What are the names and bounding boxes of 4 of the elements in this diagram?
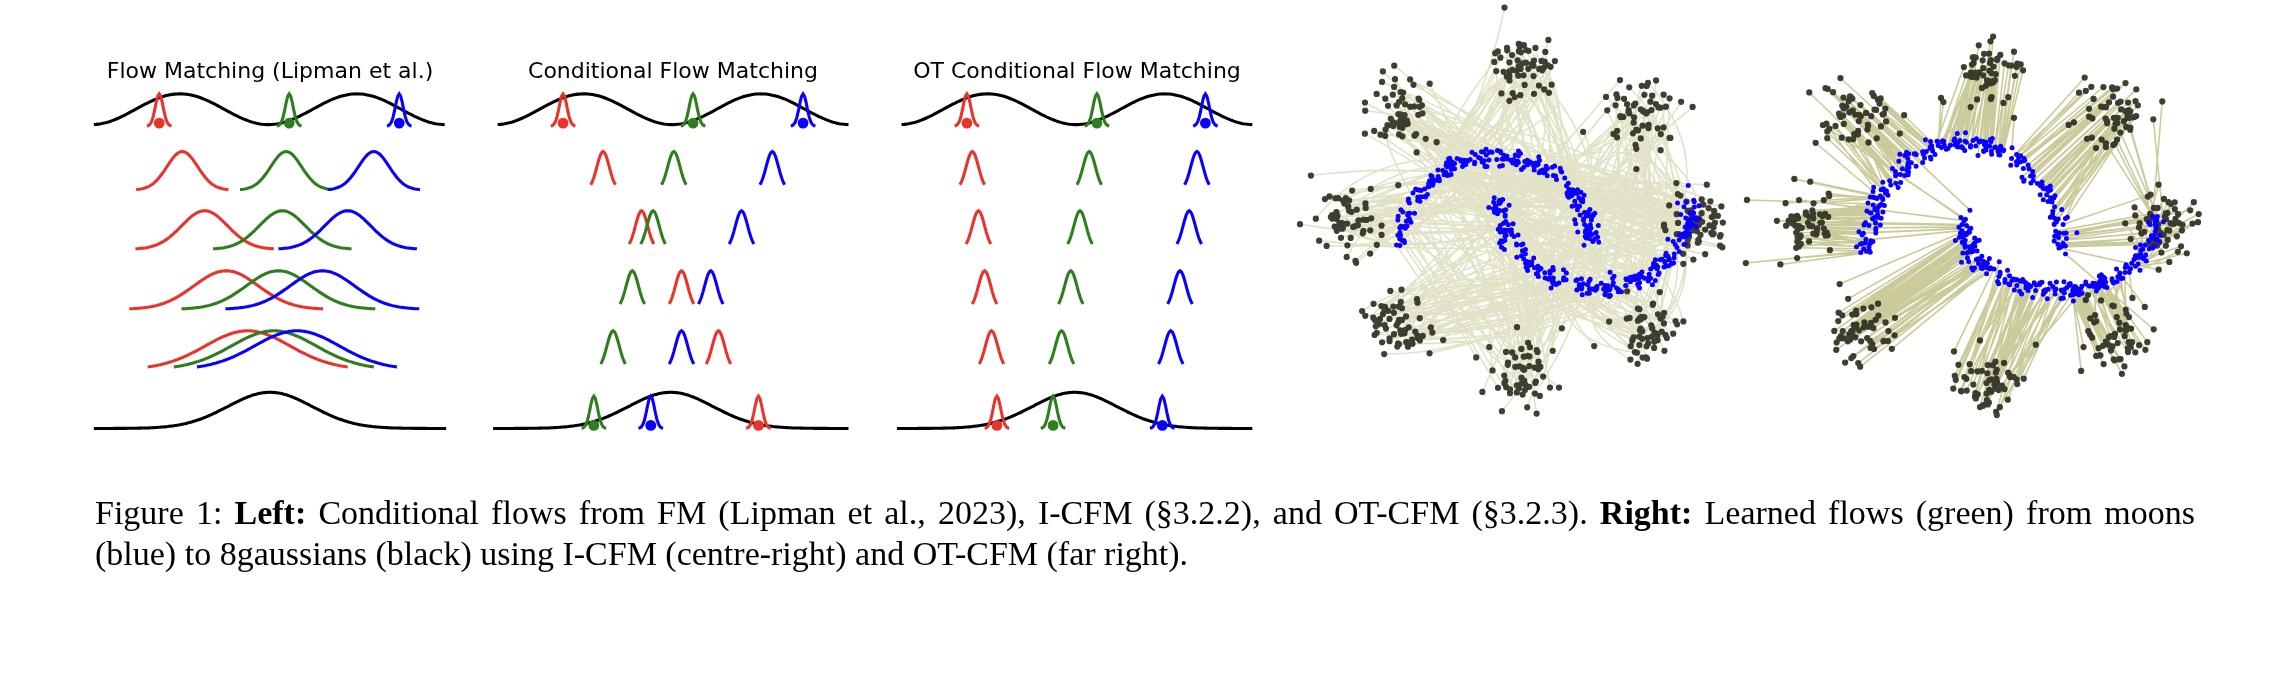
panel-title: OT Conditional Flow Matching bbox=[912, 58, 1242, 83]
panel-title: Flow Matching (Lipman et al.) bbox=[105, 58, 435, 83]
figure-caption: Figure 1: Left: Conditional flows from FM (Lipman et al., 2023), I-CFM (§3.2.2), and OT-CFM (§3.2.3). Right: Learned flows (green) from moons (blue) to 8gaussians (black) using I-CFM (centre-right) and OT-CFM (far right). bbox=[95, 493, 2195, 574]
panel-title: Conditional Flow Matching bbox=[527, 58, 819, 83]
